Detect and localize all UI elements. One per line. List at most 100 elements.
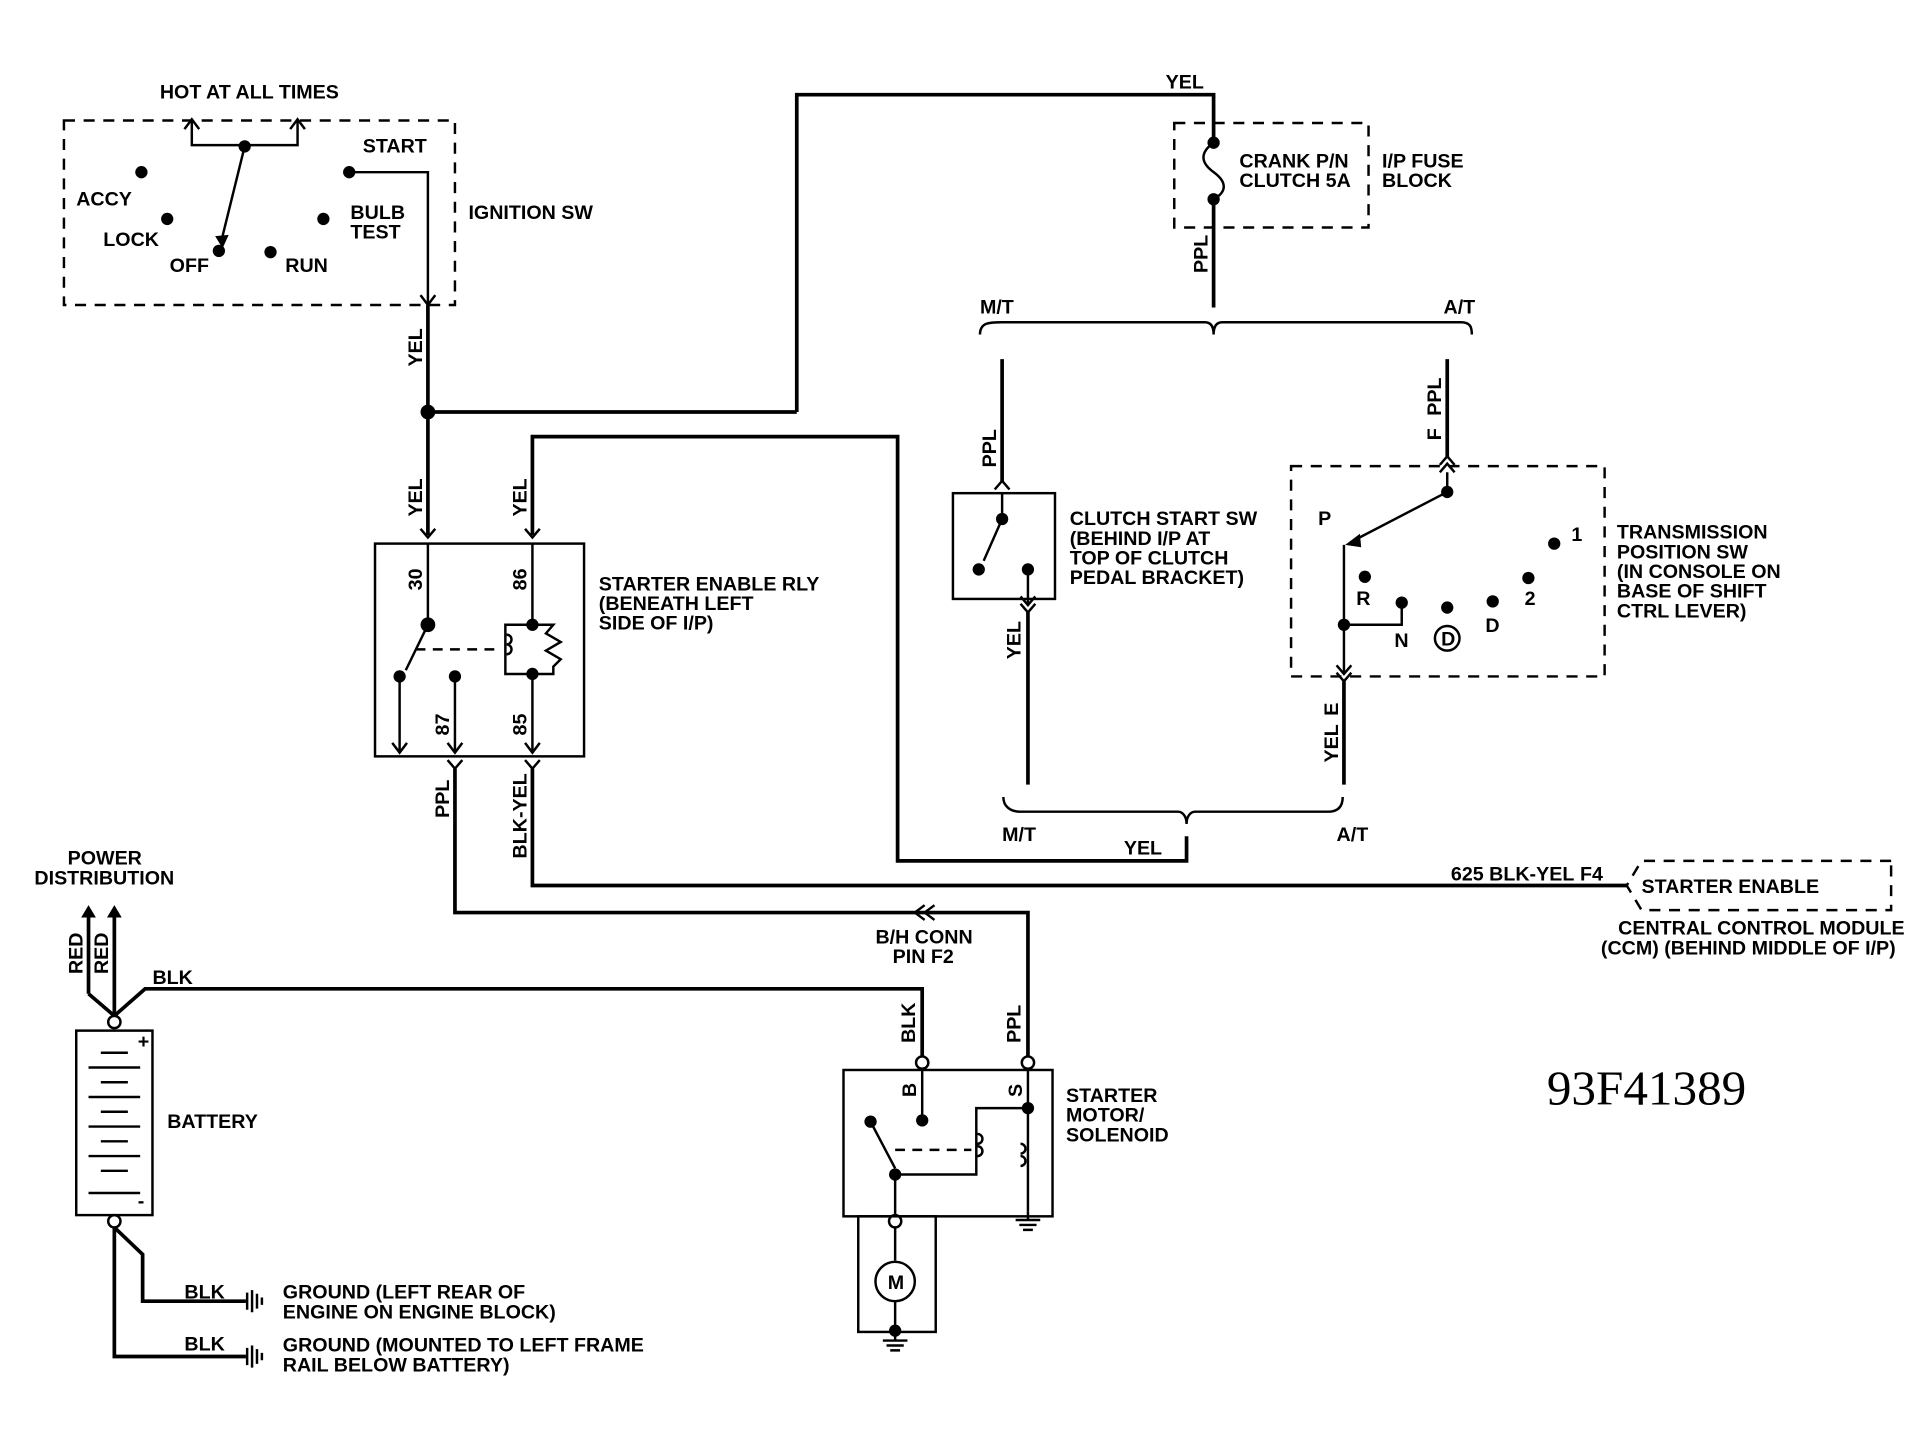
ccm-function-label: STARTER ENABLE: [1642, 876, 1820, 898]
starter-pin-s: S: [1005, 1084, 1027, 1097]
fuse-block-name-line2: BLOCK: [1382, 170, 1453, 192]
wire-label-blk-gnd2: BLK: [184, 1333, 225, 1355]
wire-label-ppl-starter: PPL: [1004, 1005, 1026, 1043]
starter-name-line3: SOLENOID: [1066, 1124, 1169, 1146]
wire-label-blk-starter: BLK: [898, 1002, 920, 1043]
starter-name-line1: STARTER: [1066, 1085, 1157, 1107]
wire-label-blk-batt: BLK: [152, 967, 193, 989]
trans-switch-name-line2: POSITION SW: [1617, 541, 1748, 563]
clutch-start-switch: PPL YEL CLUTCH START SW (BEHIND I/P AT T…: [951, 359, 1258, 785]
start-label: START: [363, 136, 427, 158]
relay-pin-30: 30: [405, 568, 427, 590]
motor-label: M: [888, 1272, 904, 1294]
off-contact: [212, 244, 226, 258]
trans-switch-name-line1: TRANSMISSION: [1617, 522, 1768, 544]
trans-pos-1: 1: [1571, 524, 1582, 546]
overdrive-circle: [1433, 624, 1461, 652]
battery-circuit: POWER DISTRIBUTION RED RED BLK BLK PPL +…: [34, 848, 1025, 1377]
diagram-id: 93F41389: [1547, 1060, 1746, 1115]
starter-motor-solenoid: B S M STARTER MOTOR/ SOLENOID: [842, 1055, 1169, 1352]
fuse-label-line1: CRANK P/N: [1239, 150, 1348, 172]
lock-label: LOCK: [103, 229, 159, 251]
ground1-line2: ENGINE ON ENGINE BLOCK): [283, 1301, 556, 1323]
wire-label-yel-top: YEL: [1166, 72, 1204, 94]
power-dist-line2: DISTRIBUTION: [34, 867, 174, 889]
central-control-module: STARTER ENABLE 625 BLK-YEL F4 CENTRAL CO…: [1451, 859, 1905, 959]
wire-label-blk-yel: BLK-YEL: [509, 773, 531, 858]
ground2-line1: GROUND (MOUNTED TO LEFT FRAME: [283, 1335, 644, 1357]
relay-output-wiring: PPL BLK-YEL B/H CONN PIN F2: [432, 759, 1627, 1061]
trans-switch-name-line5: CTRL LEVER): [1617, 600, 1747, 622]
test-label: TEST: [350, 222, 400, 244]
clutch-switch-outline: [951, 491, 1057, 601]
bulb-label: BULB: [350, 202, 405, 224]
wire-label-ppl-trans: PPL: [1424, 377, 1446, 415]
trans-pos-od: D: [1441, 629, 1455, 651]
clutch-switch-name-line2: (BEHIND I/P AT: [1070, 528, 1211, 550]
trans-pin-f: F: [1424, 428, 1446, 440]
hot-at-all-times-label: HOT AT ALL TIMES: [160, 81, 339, 103]
wire-label-yel-clutch: YEL: [1004, 621, 1026, 659]
run-label: RUN: [285, 255, 328, 277]
second-contact: [1522, 571, 1535, 585]
at-label-bottom: A/T: [1337, 824, 1369, 846]
relay-pin-87: 87: [432, 714, 454, 736]
trans-pos-p: P: [1318, 508, 1331, 530]
relay-pin-85: 85: [509, 714, 531, 736]
ignition-switch-name: IGNITION SW: [468, 202, 593, 224]
ccm-circuit-label: 625 BLK-YEL: [1451, 864, 1574, 886]
transmission-position-switch: PPL F P R N D D 2 1 E YEL TRANSMISSION P…: [1289, 359, 1781, 785]
fuse-block-name-line1: I/P FUSE: [1382, 150, 1464, 172]
relay-outline: [373, 542, 586, 758]
relay-feed-wiring: YEL YEL YEL: [405, 305, 1189, 863]
trans-pos-2: 2: [1525, 588, 1536, 610]
battery-minus: -: [138, 1191, 145, 1213]
wire-label-yel-brace: YEL: [1124, 838, 1162, 860]
trans-switch-outline: [1289, 464, 1606, 678]
clutch-switch-name-line1: CLUTCH START SW: [1070, 508, 1258, 530]
ip-fuse-block: CRANK P/N CLUTCH 5A I/P FUSE BLOCK YEL P…: [794, 72, 1464, 413]
fuse-label-line2: CLUTCH 5A: [1239, 170, 1350, 192]
wire-label-ppl-87: PPL: [432, 780, 454, 818]
starter-enable-relay: 30 86 87 85 STARTER ENABLE RLY (BENEATH …: [373, 528, 820, 758]
accy-label: ACCY: [76, 188, 132, 210]
wire-label-yel-86: YEL: [509, 478, 531, 516]
bh-conn-line2: PIN F2: [893, 946, 954, 968]
trans-pos-r: R: [1356, 588, 1370, 610]
trans-pos-n: N: [1394, 630, 1408, 652]
reverse-contact: [1358, 570, 1371, 583]
trans-pos-d: D: [1485, 615, 1499, 637]
relay-name-line1: STARTER ENABLE RLY: [599, 573, 820, 595]
trans-switch-name-line4: BASE OF SHIFT: [1617, 581, 1767, 603]
wire-label-blk-gnd1: BLK: [184, 1282, 225, 1304]
accy-contact: [135, 166, 148, 179]
ground1-line1: GROUND (LEFT REAR OF: [283, 1282, 525, 1304]
starter-pin-b: B: [899, 1083, 921, 1097]
clutch-switch-name-line3: TOP OF CLUTCH: [1070, 548, 1229, 570]
relay-pin-86: 86: [509, 568, 531, 590]
wire-label-yel-30: YEL: [405, 478, 427, 516]
ground2-line2: RAIL BELOW BATTERY): [283, 1354, 510, 1376]
battery-name: BATTERY: [167, 1111, 258, 1133]
drive-contact: [1486, 595, 1499, 608]
wire-label-yel-trans: YEL: [1321, 724, 1343, 762]
relay-name-line2: (BENEATH LEFT: [599, 593, 754, 615]
ignition-switch: HOT AT ALL TIMES ACCY LOCK OFF RUN BULB …: [62, 81, 593, 308]
clutch-switch-name-line4: PEDAL BRACKET): [1070, 567, 1244, 589]
trans-switch-name-line3: (IN CONSOLE ON: [1617, 561, 1781, 583]
lock-contact: [161, 212, 174, 226]
ccm-name-line1: CENTRAL CONTROL MODULE: [1618, 918, 1904, 940]
starter-outline: [842, 1068, 1054, 1218]
trans-pin-e: E: [1321, 703, 1343, 716]
starter-name-line2: MOTOR/: [1066, 1105, 1145, 1127]
mt-label-bottom: M/T: [1002, 824, 1036, 846]
wire-label-yel-ign: YEL: [405, 328, 427, 366]
mt-label-top: M/T: [980, 297, 1014, 319]
ccm-name-line2: (CCM) (BEHIND MIDDLE OF I/P): [1601, 937, 1896, 959]
wire-label-ppl-fuse: PPL: [1190, 235, 1212, 273]
off-label: OFF: [170, 255, 209, 277]
wire-label-red-2: RED: [91, 933, 113, 975]
battery-case: [75, 1029, 154, 1217]
bh-conn-line1: B/H CONN: [875, 926, 972, 948]
